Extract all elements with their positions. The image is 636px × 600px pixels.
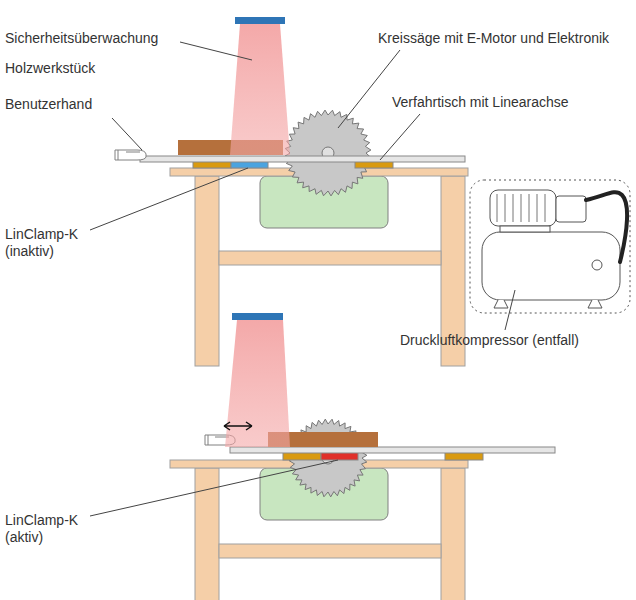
leader-line — [505, 290, 515, 330]
air-hose — [586, 192, 627, 262]
motor-base — [500, 226, 550, 232]
part-label: LinClamp-K (inaktiv) — [5, 226, 101, 260]
fin-line — [513, 194, 514, 222]
table-crossbar — [219, 251, 441, 265]
compressor-pump — [556, 196, 586, 222]
fin-line — [537, 194, 538, 222]
part-label: Kreissäge mit E-Motor und Elektronik — [378, 30, 609, 47]
motion-arrow — [224, 422, 252, 430]
part-label: Verfahrtisch mit Linearachse — [392, 94, 569, 111]
leader-line — [180, 42, 252, 60]
leader-line — [90, 168, 248, 230]
safety-sensor — [235, 17, 285, 24]
fin-line — [545, 194, 546, 222]
part-label: Benutzerhand — [5, 96, 92, 113]
saw-blade — [285, 110, 371, 196]
table-leg — [195, 176, 219, 366]
table-top-scene — [115, 17, 468, 366]
part-label: Druckluftkompressor (entfall) — [400, 332, 579, 349]
tank-foot — [494, 300, 602, 308]
compressor-motor — [490, 190, 556, 226]
fin-line — [497, 194, 498, 222]
motor-fins — [497, 194, 545, 222]
leader-line — [338, 50, 400, 128]
leader-line — [90, 460, 338, 516]
fin-line — [521, 194, 522, 222]
sensor-beam — [230, 24, 290, 155]
blade-teeth — [285, 110, 371, 196]
removed-outline — [470, 180, 630, 313]
sliding-table — [230, 447, 555, 453]
compressor — [470, 180, 630, 313]
part-label: Holzwerkstück — [5, 60, 95, 77]
hand-detail — [118, 150, 140, 160]
fin-line — [529, 194, 530, 222]
table-leg — [441, 468, 465, 600]
air-tank — [482, 232, 620, 300]
leader-lines — [90, 42, 515, 516]
part-label: LinClamp-K (aktiv) — [5, 512, 101, 546]
table-crossbar — [219, 544, 441, 558]
leader-line — [112, 118, 142, 150]
fin-line — [505, 194, 506, 222]
user-hand — [115, 150, 146, 160]
table-bottom-scene — [170, 313, 555, 600]
safety-sensor — [232, 313, 283, 320]
part-label: Sicherheitsüberwachung — [5, 30, 158, 47]
leader-line — [380, 114, 420, 160]
pressure-gauge — [592, 260, 602, 270]
sliding-table — [140, 156, 465, 162]
sensor-beam — [225, 320, 290, 447]
